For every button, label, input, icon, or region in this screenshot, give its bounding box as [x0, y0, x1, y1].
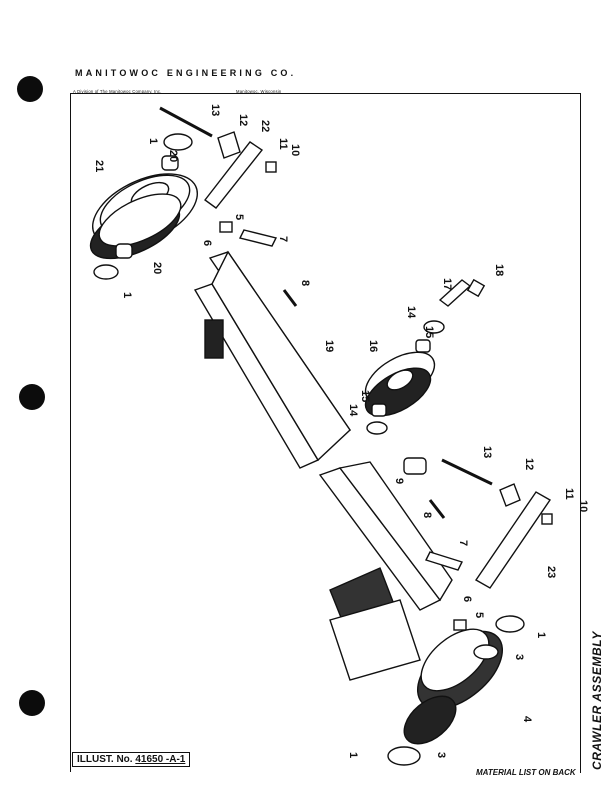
bushing-15-right: [415, 339, 431, 353]
binder-hole-bottom: [19, 690, 45, 716]
callout-11: 11: [563, 488, 575, 500]
drive-hub-4: [403, 628, 504, 745]
pin-9: [403, 457, 427, 475]
pin-23: [474, 491, 552, 589]
location-line: Manitowoc, Wisconsin: [236, 89, 282, 94]
callout-15: 15: [423, 326, 435, 338]
callout-3: 3: [435, 752, 447, 758]
callout-12: 12: [523, 458, 535, 470]
division-line: A Division of The Manitowoc Company, Inc…: [73, 89, 162, 94]
nut-11-lower: [541, 513, 553, 525]
keeper-7-top: [238, 229, 278, 247]
callout-14: 14: [405, 306, 417, 319]
bushing-15-left: [371, 403, 387, 417]
callout-10: 10: [577, 500, 589, 512]
drawing-frame-right: [580, 93, 581, 773]
washer-14-left: [366, 421, 388, 435]
callout-1: 1: [121, 292, 133, 298]
callout-20: 20: [167, 150, 179, 162]
callout-16: 16: [367, 340, 379, 352]
washer-1-right: [495, 615, 525, 633]
illustration-number: 41650 -A-1: [135, 754, 186, 765]
binder-hole-top: [17, 76, 43, 102]
clip-5-lower: [453, 619, 467, 631]
callout-7: 7: [457, 540, 469, 546]
callout-1: 1: [347, 752, 359, 758]
callout-12: 12: [237, 114, 249, 126]
sheave-16: [364, 351, 436, 417]
pin-8-top: [282, 289, 298, 307]
callout-5: 5: [233, 214, 245, 220]
callout-13: 13: [209, 104, 221, 116]
pin-8-lower: [428, 499, 446, 519]
callout-1: 1: [535, 632, 547, 638]
bolt-13-lower: [441, 458, 493, 486]
washer-1-top: [163, 133, 193, 151]
callout-4: 4: [521, 716, 533, 723]
binder-hole-middle: [19, 384, 45, 410]
plate-12-lower: [499, 483, 521, 507]
callout-11: 11: [277, 138, 289, 150]
callout-3: 3: [513, 654, 525, 660]
bushing-20-top: [161, 155, 179, 171]
callout-23: 23: [545, 566, 557, 578]
washer-1-lower: [93, 264, 119, 280]
material-list-note: MATERIAL LIST ON BACK: [476, 768, 576, 777]
callout-7: 7: [277, 236, 289, 242]
clip-5-top: [219, 221, 233, 233]
callout-10: 10: [289, 144, 301, 156]
callout-19: 19: [323, 340, 335, 352]
bolt-13-top: [159, 106, 213, 138]
sheave-upper: [89, 173, 199, 260]
bushing-20-lower: [115, 243, 133, 259]
nut-11-top: [265, 161, 277, 173]
callout-5: 5: [473, 612, 485, 618]
frame-19: [193, 250, 351, 469]
callout-22: 22: [259, 120, 271, 132]
frame-lower: [318, 461, 453, 681]
plate-12-top: [217, 131, 241, 159]
washer-1-bottom: [387, 746, 421, 766]
plate-18: [466, 278, 486, 298]
callout-8: 8: [421, 512, 433, 518]
callout-21: 21: [93, 160, 105, 172]
pin-22: [204, 141, 264, 209]
callout-8: 8: [299, 280, 311, 286]
callout-14: 14: [347, 404, 359, 417]
callout-15: 15: [359, 390, 371, 402]
drawing-frame: [70, 93, 581, 772]
washer-14-right: [423, 320, 445, 334]
callout-9: 9: [393, 478, 405, 484]
illustration-label: ILLUST. No.: [77, 754, 133, 765]
illustration-number-box: ILLUST. No. 41650 -A-1: [72, 752, 191, 767]
callout-6: 6: [461, 596, 473, 602]
callout-18: 18: [493, 264, 505, 276]
callout-20: 20: [151, 262, 163, 274]
company-name: MANITOWOC ENGINEERING CO.: [75, 68, 297, 78]
keeper-7-lower: [425, 551, 463, 571]
callout-13: 13: [481, 446, 493, 458]
callout-17: 17: [441, 278, 453, 290]
side-title: CRAWLER ASSEMBLY: [590, 631, 604, 770]
callout-6: 6: [201, 240, 213, 246]
callout-1: 1: [147, 138, 159, 144]
